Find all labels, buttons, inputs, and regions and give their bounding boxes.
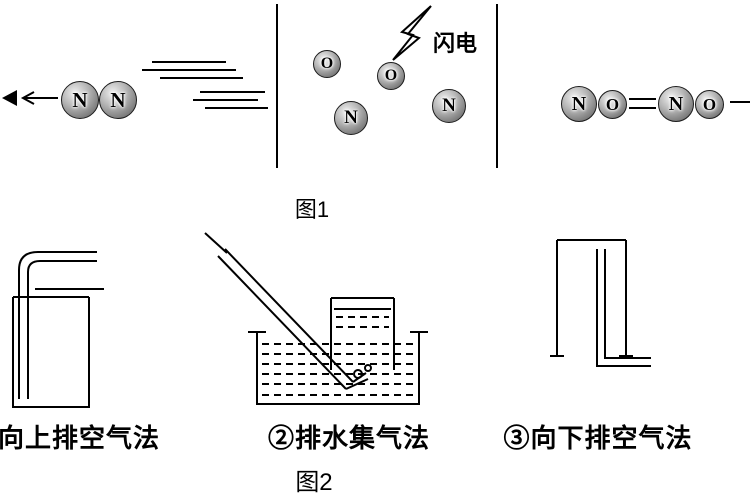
free-n-atom-2: N <box>432 89 466 123</box>
product-o-atom-2: O <box>695 90 724 119</box>
product-n-atom-1: N <box>561 86 597 122</box>
rubber-stopper-icon <box>204 232 228 254</box>
free-o-atom-2: O <box>377 62 405 90</box>
water-trough <box>248 331 428 405</box>
reactant-n-atom-1: N <box>61 81 99 119</box>
figure2-caption: 图2 <box>295 469 333 496</box>
product-n-atom-2: N <box>658 86 694 122</box>
product-o-atom-1: O <box>598 90 627 119</box>
method-label-water-displacement: ②排水集气法 <box>267 423 430 453</box>
bond-lines <box>629 98 750 109</box>
motion-lines-icon <box>142 61 268 109</box>
delivery-tube-2 <box>217 248 369 390</box>
water-dashes <box>262 316 414 396</box>
method-label-upward-air: 向上排空气法 <box>0 423 161 453</box>
reactant-n-atom-2: N <box>99 81 137 119</box>
figure1-caption: 图1 <box>294 197 330 222</box>
gas-jar-upward <box>12 296 90 408</box>
lightning-icon <box>392 5 432 61</box>
lightning-label: 闪电 <box>433 31 478 56</box>
gas-bubbles <box>353 364 372 379</box>
delivery-tube-1 <box>18 251 97 399</box>
gas-jar-downward <box>550 239 633 357</box>
left-arrow <box>2 90 58 106</box>
delivery-tube-3 <box>596 249 651 367</box>
free-o-atom-1: O <box>313 50 341 78</box>
free-n-atom-1: N <box>334 101 368 135</box>
collection-bottle <box>330 297 395 370</box>
method-label-downward-air: ③向下排空气法 <box>503 423 693 453</box>
